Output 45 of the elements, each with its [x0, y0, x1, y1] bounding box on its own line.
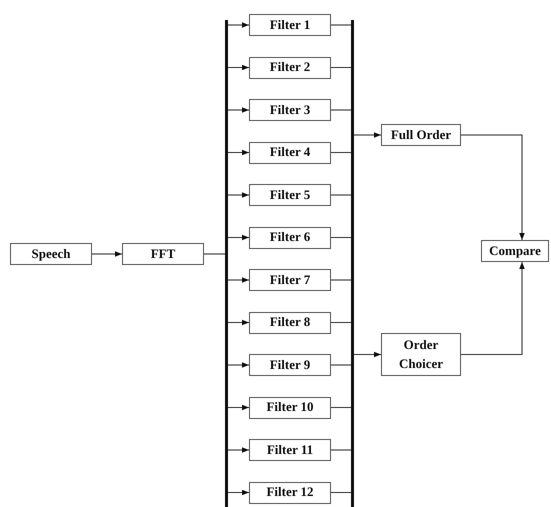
process-box: Filter 12 — [249, 482, 331, 504]
process-box: Filter 11 — [249, 439, 331, 461]
process-box: Filter 2 — [249, 56, 331, 78]
arrow — [460, 134, 525, 240]
arrow — [228, 192, 250, 198]
arrow — [460, 262, 525, 355]
bus-bar — [351, 20, 354, 507]
arrow — [228, 320, 250, 326]
arrow — [354, 132, 382, 138]
process-box: Compare — [481, 240, 549, 262]
connector-line — [330, 407, 352, 408]
arrow — [228, 234, 250, 240]
process-box: Filter 8 — [249, 312, 331, 334]
process-box: Filter 10 — [249, 396, 331, 418]
process-box: FFT — [122, 243, 204, 265]
connector-line — [330, 194, 352, 196]
connector-line — [330, 67, 352, 68]
arrow — [228, 404, 250, 410]
process-box: Filter 7 — [249, 269, 331, 291]
connector-line — [330, 492, 352, 493]
process-box: Full Order — [381, 124, 461, 146]
process-box: Speech — [10, 243, 92, 265]
process-box: Order Choicer — [381, 333, 461, 376]
arrow — [228, 107, 250, 113]
arrow — [228, 150, 250, 156]
process-box: Filter 1 — [249, 14, 331, 36]
connector-line — [330, 237, 352, 238]
connector-line — [330, 152, 352, 153]
arrow — [228, 490, 250, 496]
arrow — [92, 251, 122, 257]
connector-line — [330, 322, 352, 323]
arrow — [228, 64, 250, 70]
connector-line — [330, 364, 352, 366]
process-box: Filter 9 — [249, 354, 331, 376]
arrow — [228, 447, 250, 453]
bus-bar — [225, 20, 228, 507]
process-box: Filter 5 — [249, 184, 331, 206]
process-box: Filter 6 — [249, 226, 331, 248]
arrow — [354, 352, 382, 358]
process-box: Filter 3 — [249, 99, 331, 121]
connector-line — [330, 24, 352, 26]
arrow — [228, 277, 250, 283]
arrow — [228, 22, 250, 28]
process-box: Filter 4 — [249, 142, 331, 164]
arrow — [228, 362, 250, 368]
